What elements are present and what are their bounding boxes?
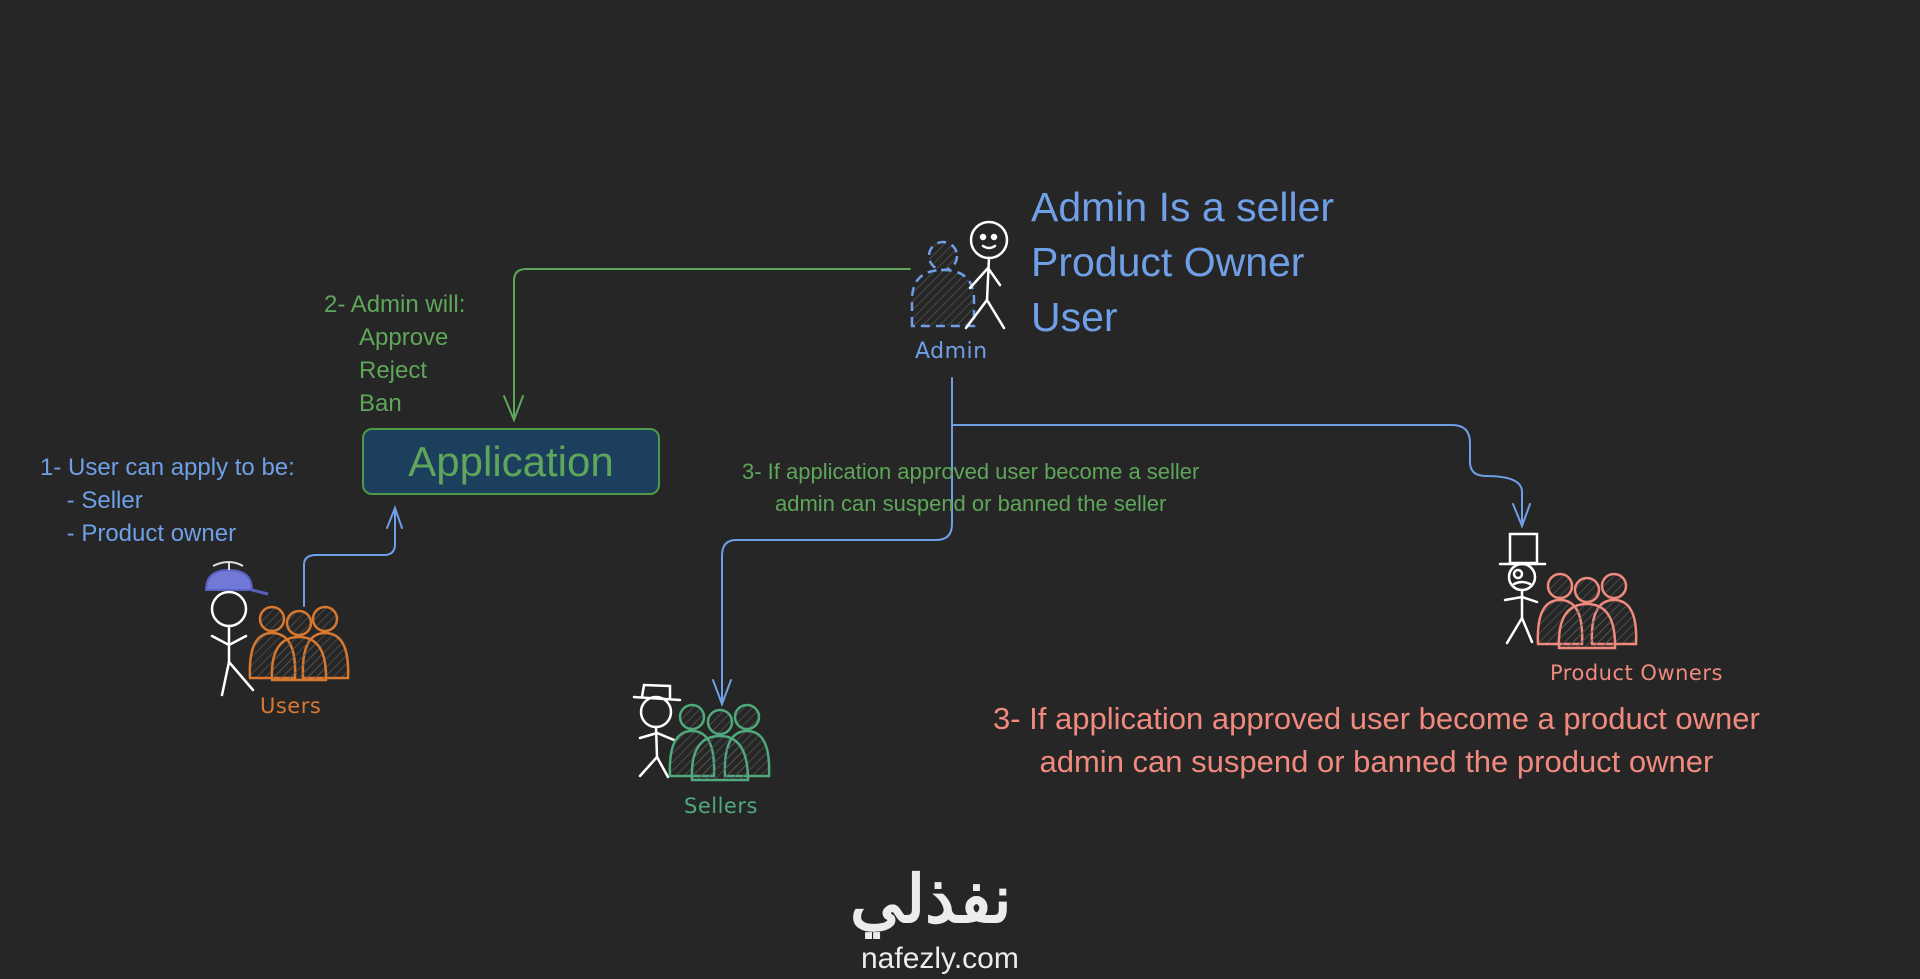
- admin-person-icon: [964, 220, 1009, 330]
- step2-ban: Ban: [359, 390, 402, 417]
- admin-to-product-owners-arrow: [951, 417, 1531, 529]
- logo-url-text: nafezly.com: [861, 942, 1019, 975]
- step3-seller-line1: 3- If application approved user become a…: [742, 459, 1200, 484]
- step3-po-line1: 3- If application approved user become a…: [993, 701, 1760, 736]
- application-box[interactable]: Application: [362, 428, 660, 495]
- step3-po-line2: admin can suspend or banned the product …: [1039, 744, 1714, 779]
- step2-title: 2- Admin will:: [324, 291, 466, 318]
- step1-note: 1- User can apply to be: - Seller - Prod…: [40, 451, 295, 550]
- sellers-label: Sellers: [684, 794, 758, 818]
- logo-arabic-text: نفذلي: [850, 862, 1012, 936]
- users-group: [204, 561, 350, 697]
- step1-product-owner: - Product owner: [40, 520, 237, 547]
- users-crowd-icon: [248, 605, 350, 682]
- admin-role-seller: Admin Is a seller: [1031, 184, 1335, 230]
- admin-to-sellers-arrow: [712, 377, 953, 707]
- sellers-group: [632, 683, 771, 782]
- admin-ghost-icon: [910, 240, 976, 328]
- step1-title: 1- User can apply to be:: [40, 454, 295, 481]
- product-owners-crowd-icon: [1536, 572, 1638, 650]
- step3-seller-note: 3- If application approved user become a…: [742, 456, 1199, 520]
- sellers-crowd-icon: [668, 703, 771, 782]
- hat-person-icon: [632, 683, 682, 779]
- step3-product-owner-note: 3- If application approved user become a…: [993, 697, 1760, 783]
- step2-reject: Reject: [359, 357, 428, 384]
- admin-figure: [910, 220, 1009, 330]
- step2-approve: Approve: [359, 324, 449, 351]
- product-owners-group: [1498, 532, 1638, 650]
- admin-label: Admin: [915, 339, 988, 364]
- application-label: Application: [408, 437, 614, 485]
- propeller-cap-person-icon: [204, 561, 269, 697]
- users-label: Users: [260, 694, 322, 718]
- admin-role-user: User: [1031, 294, 1118, 340]
- top-hat-person-icon: [1498, 532, 1547, 645]
- step3-seller-line2: admin can suspend or banned the seller: [775, 491, 1167, 516]
- product-owners-label: Product Owners: [1550, 661, 1723, 685]
- admin-to-application-arrow: [503, 268, 911, 423]
- admin-role-product-owner: Product Owner: [1031, 239, 1305, 285]
- users-to-application-arrow: [303, 505, 403, 607]
- step1-seller: - Seller: [40, 487, 143, 514]
